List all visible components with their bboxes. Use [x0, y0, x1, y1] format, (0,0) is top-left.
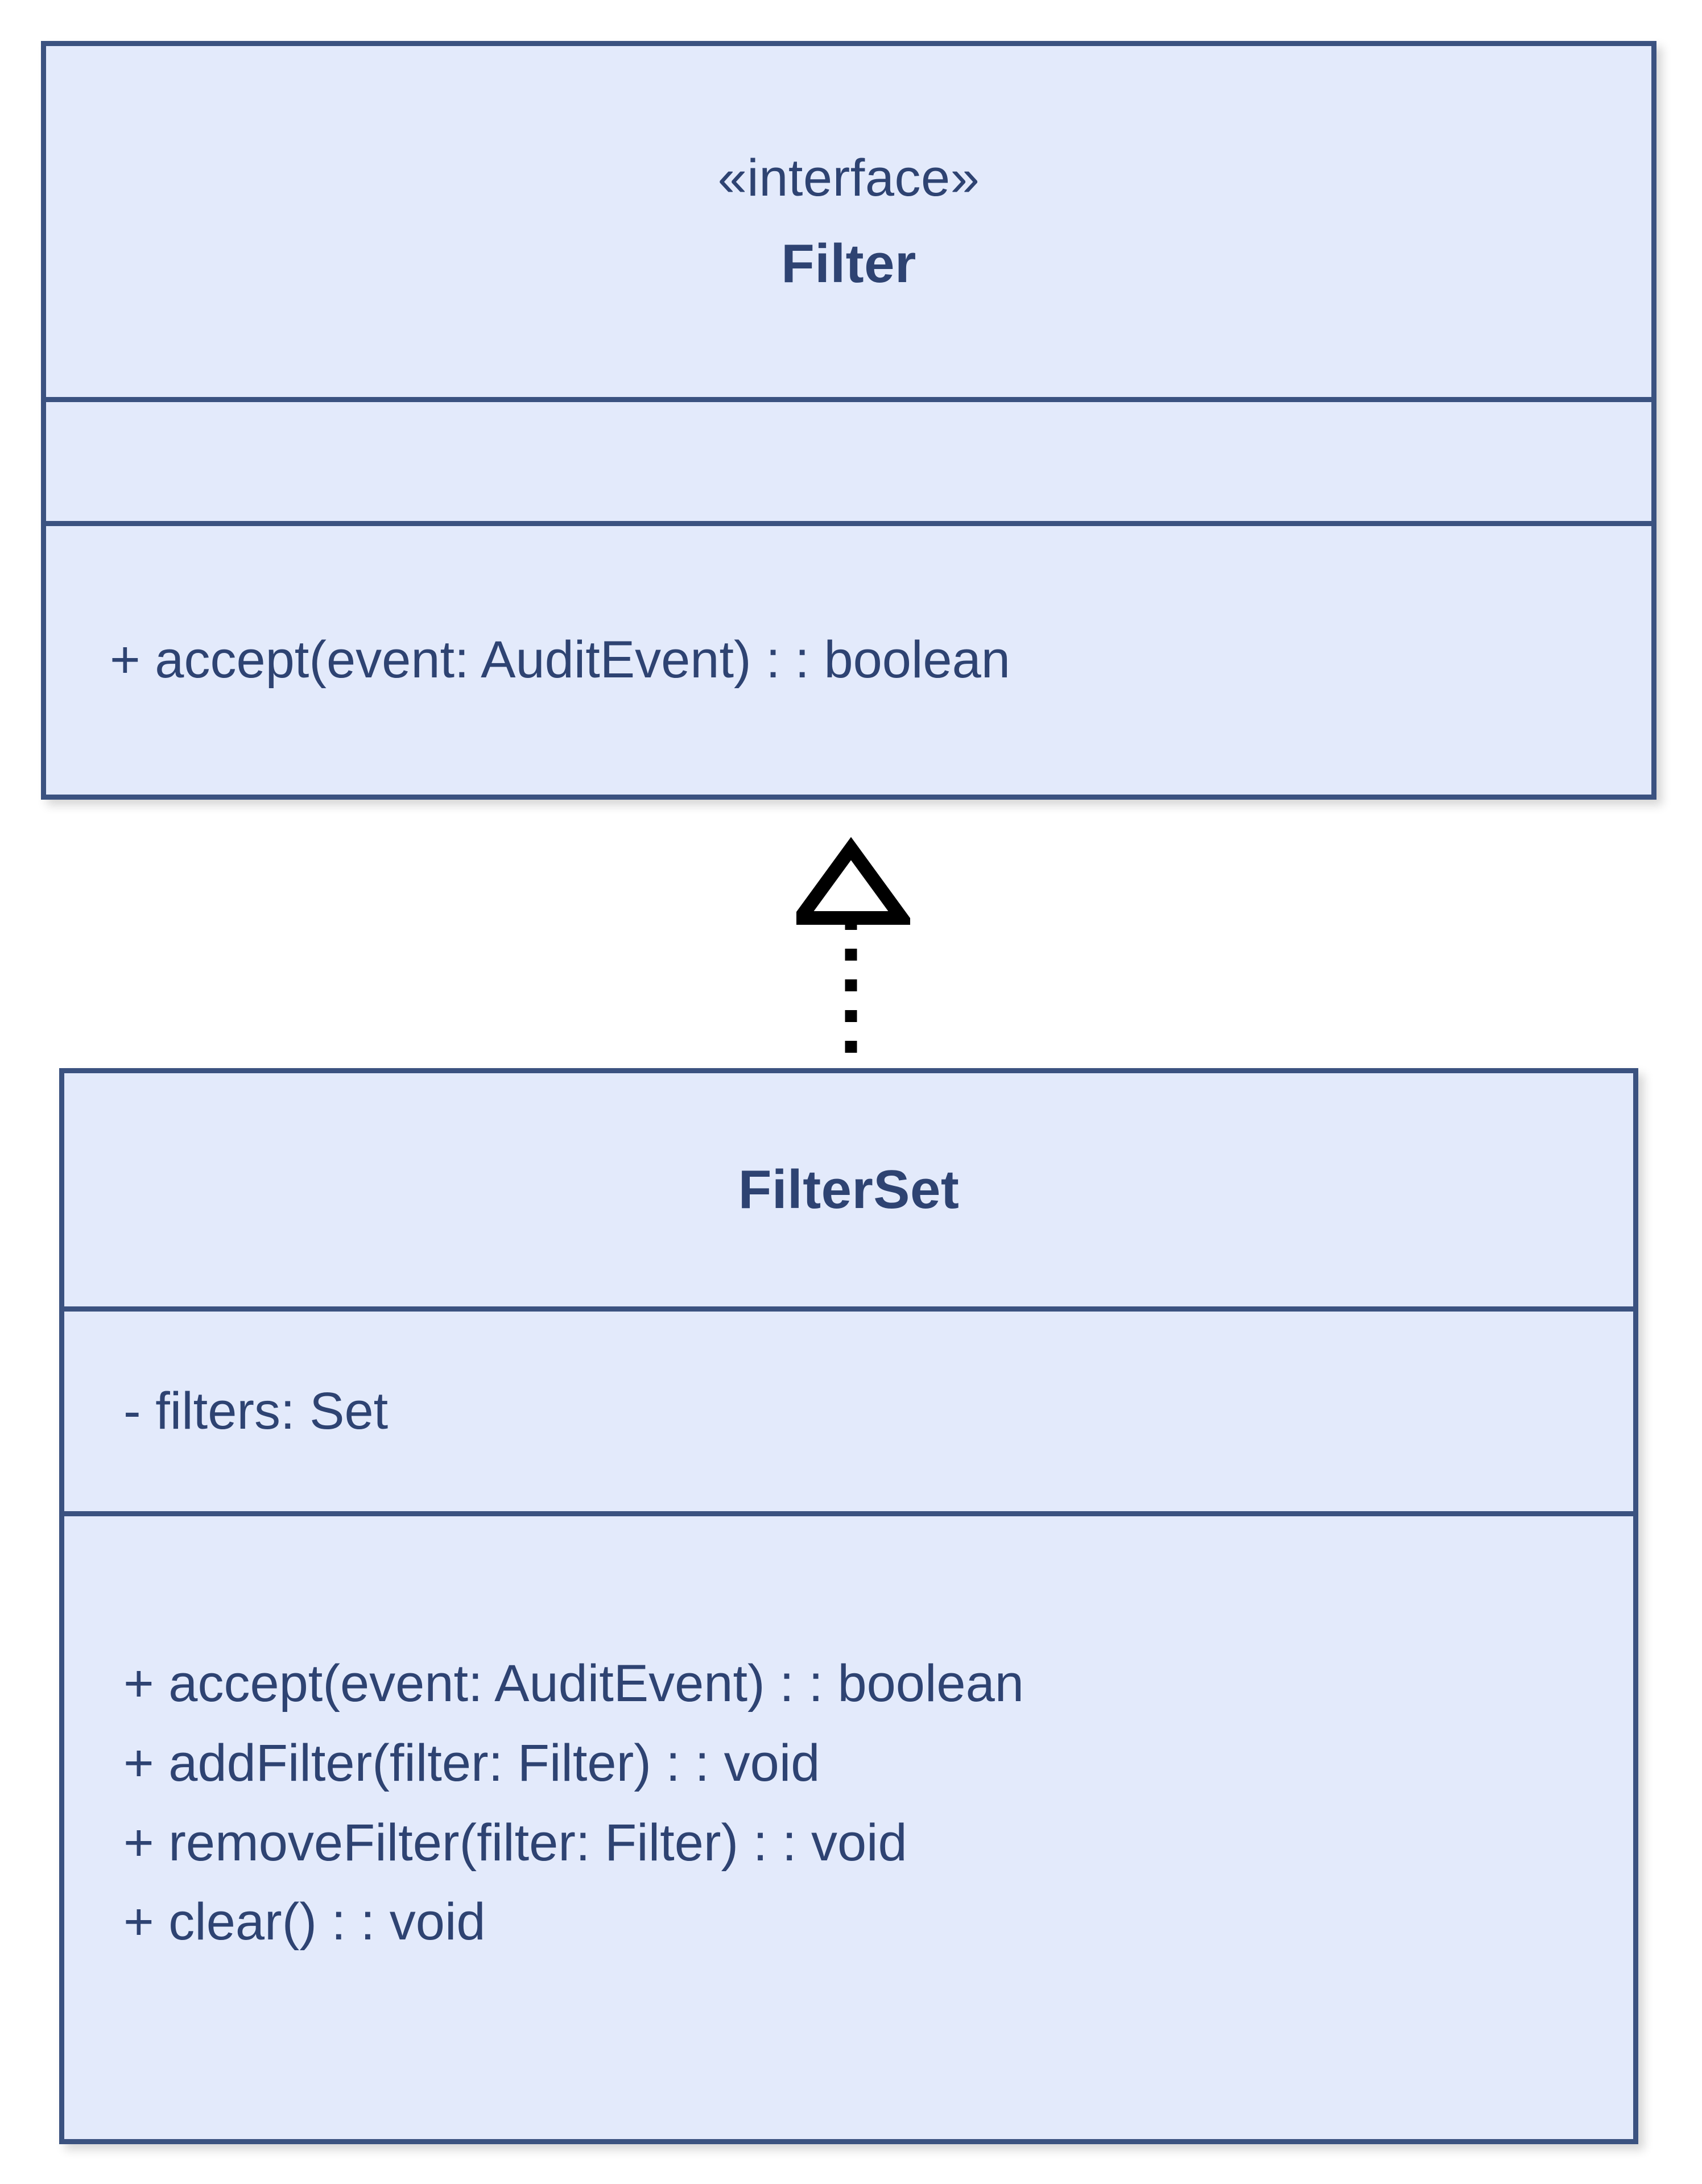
class-attributes-filterset: - filters: Set [64, 1306, 1633, 1511]
realization-arrow-icon [787, 837, 915, 1068]
uml-class-filterset[interactable]: FilterSet - filters: Set + accept(event:… [59, 1068, 1638, 2144]
class-name: FilterSet [738, 1159, 960, 1221]
operation-row: + addFilter(filter: Filter) : : void [123, 1734, 820, 1792]
uml-class-filter[interactable]: «interface» Filter + accept(event: Audit… [41, 41, 1656, 800]
operation-row: + removeFilter(filter: Filter) : : void [123, 1813, 907, 1872]
operation-row: + accept(event: AuditEvent) : : boolean [110, 631, 1010, 689]
class-attributes-filter [46, 397, 1651, 521]
class-name: Filter [781, 233, 916, 295]
class-operations-filter: + accept(event: AuditEvent) : : boolean [46, 521, 1651, 795]
operation-row: + clear() : : void [123, 1893, 486, 1951]
class-header-filter: «interface» Filter [46, 46, 1651, 397]
class-stereotype: «interface» [717, 148, 980, 207]
operation-row: + accept(event: AuditEvent) : : boolean [123, 1654, 1024, 1713]
hollow-triangle-head [787, 837, 915, 925]
realization-connector[interactable] [787, 800, 915, 1068]
attribute-row: - filters: Set [123, 1381, 389, 1440]
class-header-filterset: FilterSet [64, 1073, 1633, 1306]
class-operations-filterset: + accept(event: AuditEvent) : : boolean … [64, 1511, 1633, 2139]
